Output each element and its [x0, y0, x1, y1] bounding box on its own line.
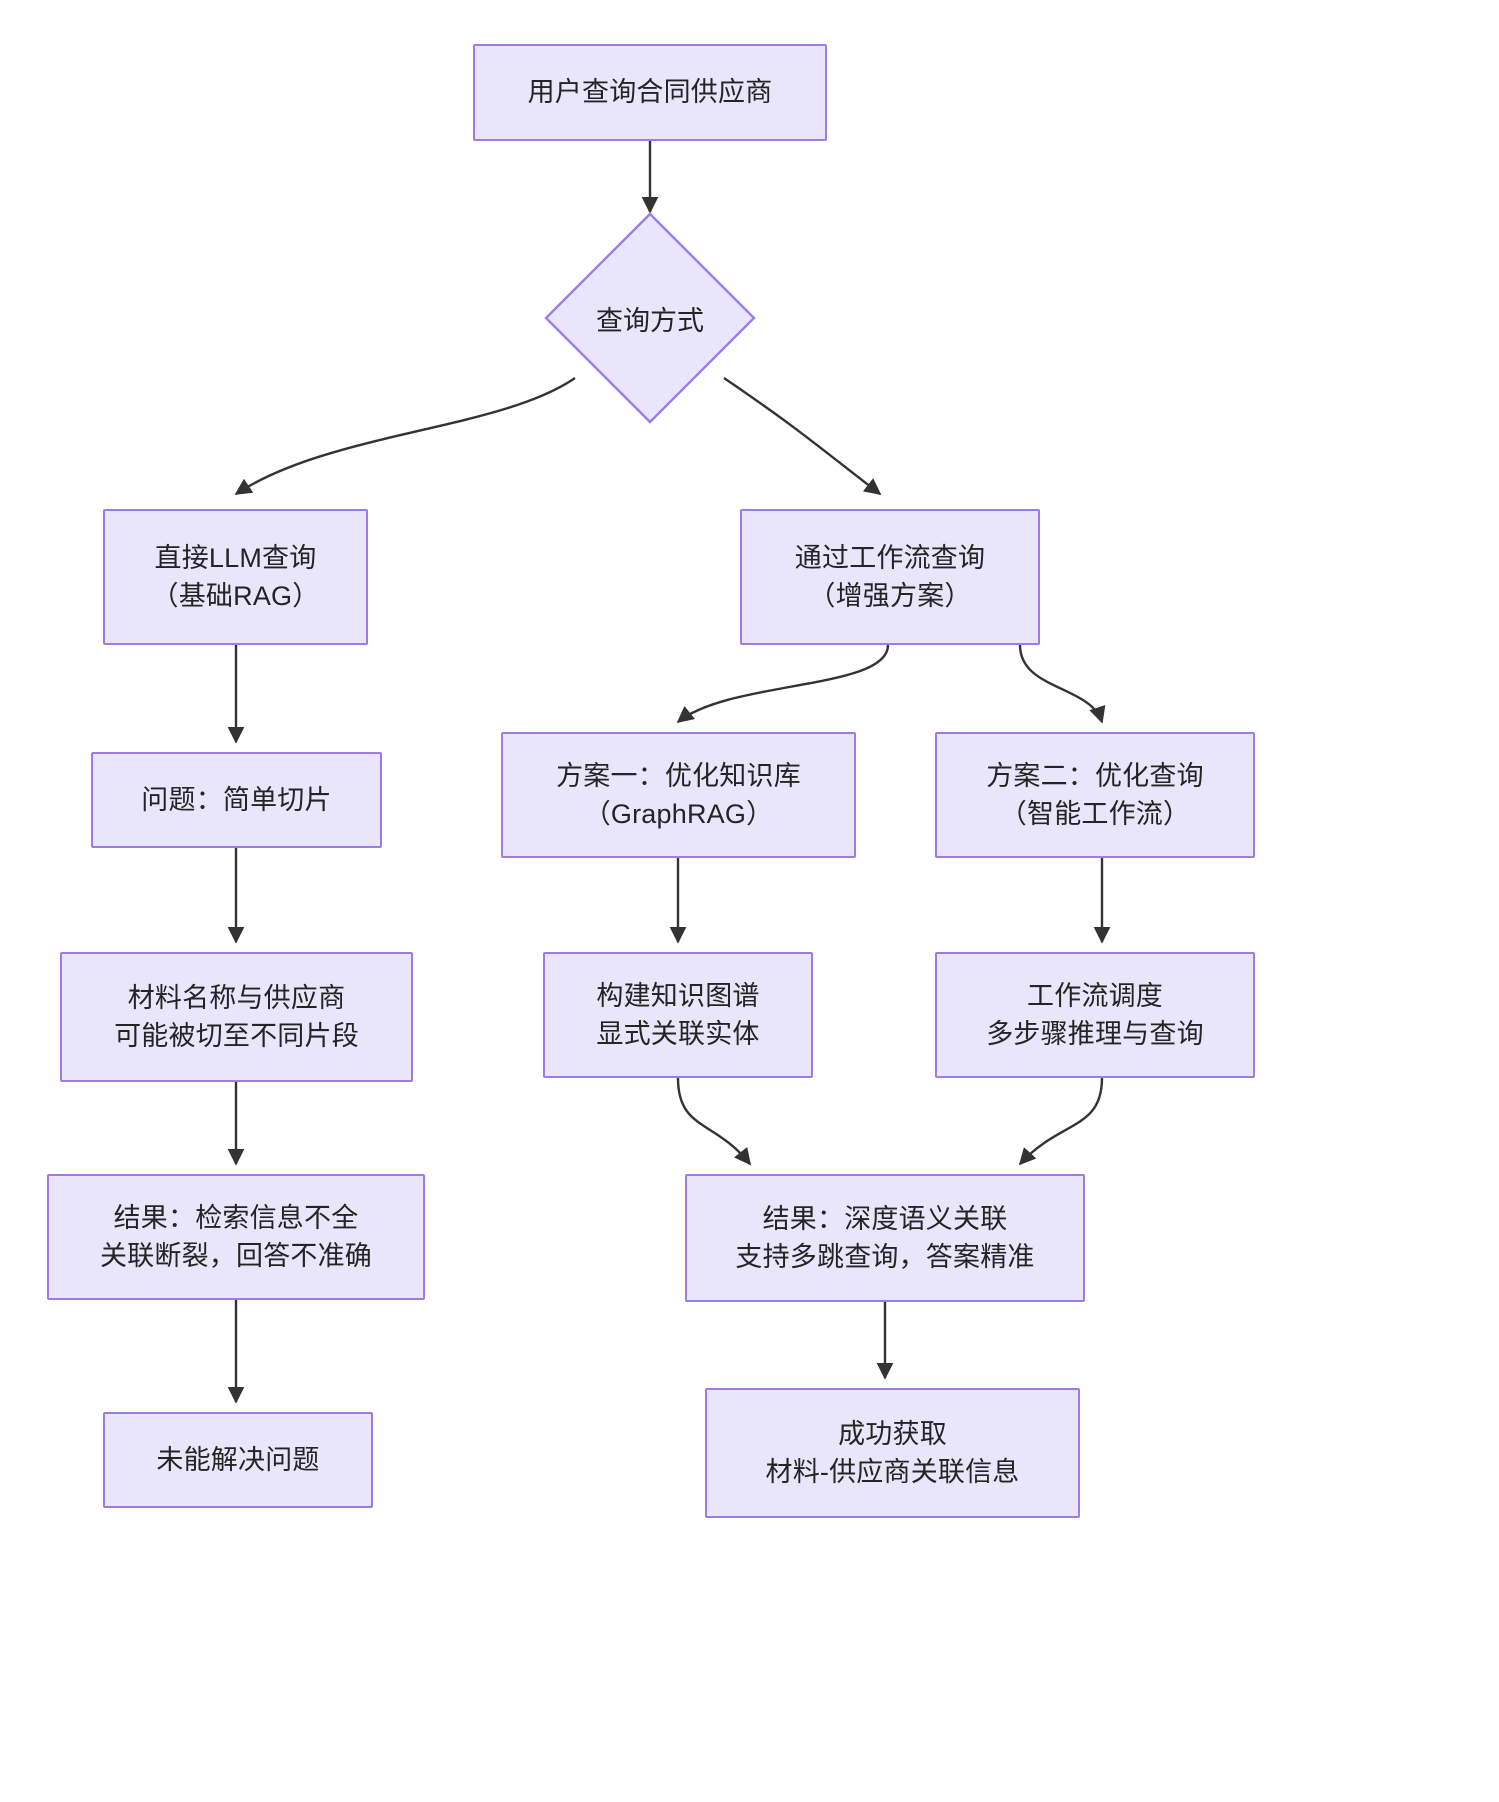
node-unsolved-line-1: 未能解决问题	[156, 1444, 320, 1475]
node-workflow-schedule[interactable]: 工作流调度 多步骤推理与查询	[935, 952, 1255, 1078]
node-plan-two-line-1: 方案二：优化查询	[986, 760, 1204, 791]
node-split-chunks-line-2: 可能被切至不同片段	[114, 1021, 359, 1051]
node-decision[interactable]: 查询方式	[544, 212, 756, 424]
node-bad-result[interactable]: 结果：检索信息不全 关联断裂，回答不准确	[47, 1174, 425, 1300]
diamond-shape	[544, 212, 756, 424]
node-split-chunks-line-1: 材料名称与供应商	[127, 982, 346, 1013]
node-success[interactable]: 成功获取 材料-供应商关联信息	[705, 1388, 1080, 1518]
node-good-result[interactable]: 结果：深度语义关联 支持多跳查询，答案精准	[685, 1174, 1085, 1302]
edge-workflow-to-plan-one	[676, 644, 890, 724]
node-workflow-line-2: （增强方案）	[808, 581, 972, 611]
node-plan-one-line-2: （GraphRAG）	[583, 799, 774, 829]
node-direct-llm-line-2: （基础RAG）	[151, 581, 320, 611]
node-build-graph-line-1: 构建知识图谱	[596, 980, 760, 1011]
node-good-result-line-1: 结果：深度语义关联	[762, 1203, 1008, 1234]
node-plan-one-line-1: 方案一：优化知识库	[556, 760, 801, 791]
node-workflow[interactable]: 通过工作流查询 （增强方案）	[740, 509, 1040, 645]
node-plan-two-line-2: （智能工作流）	[999, 799, 1191, 829]
node-split-chunks[interactable]: 材料名称与供应商 可能被切至不同片段	[60, 952, 413, 1082]
edge-decision-to-direct-llm	[234, 377, 576, 496]
node-direct-llm-line-1: 直接LLM查询	[154, 542, 317, 573]
node-plan-one[interactable]: 方案一：优化知识库 （GraphRAG）	[501, 732, 856, 858]
node-good-result-line-2: 支持多跳查询，答案精准	[735, 1242, 1035, 1272]
node-problem-chunk[interactable]: 问题：简单切片	[91, 752, 382, 848]
node-build-graph-line-2: 显式关联实体	[596, 1019, 760, 1049]
edge-workflow-to-plan-two	[1018, 644, 1106, 724]
node-success-line-1: 成功获取	[838, 1418, 947, 1449]
node-decision-label: 查询方式	[596, 305, 704, 336]
node-workflow-schedule-line-1: 工作流调度	[1027, 980, 1163, 1011]
node-workflow-schedule-line-2: 多步骤推理与查询	[986, 1019, 1204, 1049]
node-success-line-2: 材料-供应商关联信息	[765, 1457, 1020, 1487]
node-bad-result-line-2: 关联断裂，回答不准确	[100, 1241, 372, 1271]
node-workflow-line-1: 通过工作流查询	[794, 542, 986, 573]
node-start[interactable]: 用户查询合同供应商	[473, 44, 827, 141]
node-problem-chunk-line-1: 问题：简单切片	[141, 784, 332, 815]
edge-schedule-to-good-result	[1018, 1077, 1104, 1166]
node-bad-result-line-1: 结果：检索信息不全	[113, 1202, 359, 1233]
node-unsolved[interactable]: 未能解决问题	[103, 1412, 373, 1508]
node-plan-two[interactable]: 方案二：优化查询 （智能工作流）	[935, 732, 1255, 858]
node-direct-llm[interactable]: 直接LLM查询 （基础RAG）	[103, 509, 368, 645]
edge-build-graph-to-good-result	[676, 1077, 752, 1166]
node-start-line-1: 用户查询合同供应商	[527, 77, 773, 108]
node-build-graph[interactable]: 构建知识图谱 显式关联实体	[543, 952, 813, 1078]
